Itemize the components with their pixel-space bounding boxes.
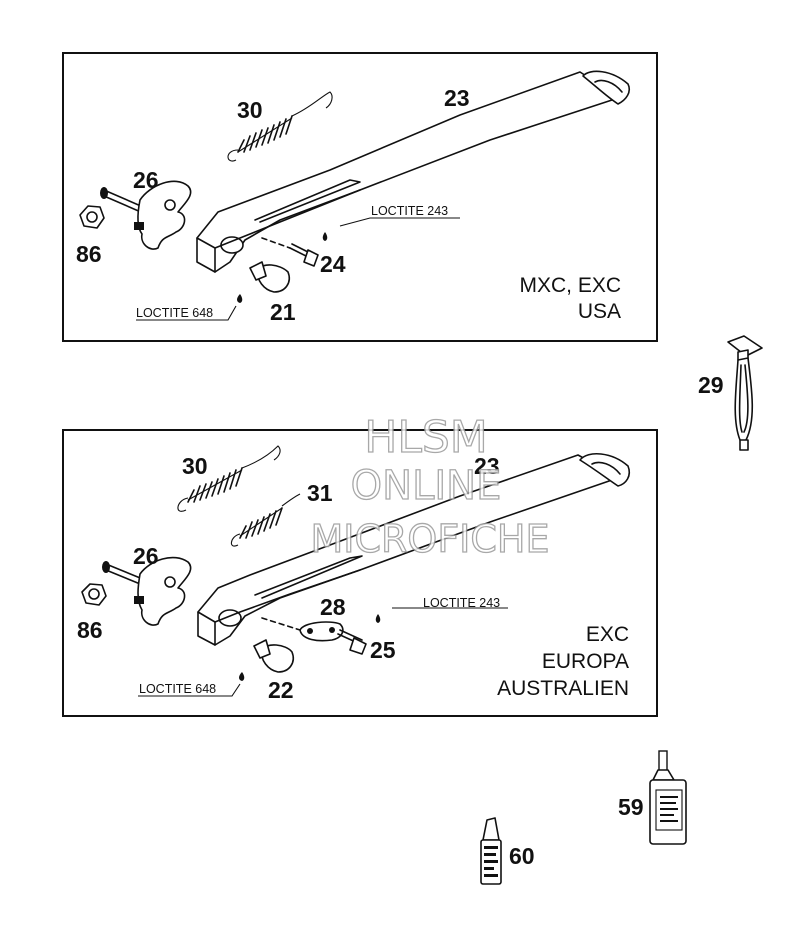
watermark-line-2: ONLINE (351, 463, 502, 509)
sidestand-part-23-b (197, 453, 631, 646)
callout-spring-31: 31 (307, 480, 333, 506)
bracket-part-26 (100, 180, 192, 250)
model-line-exc: EXC (586, 623, 629, 646)
model-line-europa: EUROPA (542, 650, 629, 673)
bolt-part-25 (337, 607, 508, 655)
callout-spring-30: 30 (237, 97, 263, 123)
spring-part-30-b (177, 445, 281, 512)
loctite-243-label-b: LOCTITE 243 (423, 596, 500, 610)
bottle-part-59: 59 (618, 750, 687, 845)
panel-top: 30 23 26 86 24 21 LOCTITE 243 LOCTITE 64… (62, 52, 658, 342)
callout-footpad-21: 21 (270, 299, 296, 325)
footpad-part-22 (138, 639, 294, 697)
callout-spring-30-b: 30 (182, 453, 208, 479)
spring-part-31 (230, 493, 301, 547)
model-line-australien: AUSTRALIEN (497, 677, 629, 700)
watermark-line-1: HLSM (364, 412, 488, 463)
callout-bottle-59: 59 (618, 794, 644, 820)
callout-bracket-26-b: 26 (133, 543, 159, 569)
nut-part-86 (79, 205, 105, 229)
loctite-648-label-b: LOCTITE 648 (139, 682, 216, 696)
model-line-1: MXC, EXC (519, 274, 621, 297)
callout-nut-86-b: 86 (77, 617, 103, 643)
callout-tube-60: 60 (509, 843, 535, 869)
loctite-648-label: LOCTITE 648 (136, 306, 213, 320)
callout-plate-28: 28 (320, 594, 346, 620)
spring-part-30 (227, 91, 333, 162)
callout-footpad-22: 22 (268, 677, 294, 703)
footpad-part-21 (136, 261, 290, 321)
tube-part-60: 60 (480, 817, 535, 885)
bolt-part-24 (261, 217, 460, 267)
callout-tool-29: 29 (698, 372, 724, 398)
tool-part-29: 29 (698, 335, 763, 451)
nut-part-86-b (81, 583, 107, 606)
loctite-243-label: LOCTITE 243 (371, 204, 448, 218)
panel-bottom: 30 31 23 26 86 28 25 22 LOCTITE 243 LOCT… (62, 429, 658, 717)
callout-stand-23: 23 (444, 85, 470, 111)
callout-bolt-25: 25 (370, 637, 396, 663)
watermark-line-3: MICROFICHE (310, 517, 549, 561)
callout-bolt-24: 24 (320, 251, 346, 277)
bracket-part-26-b (102, 556, 192, 626)
plate-part-28 (261, 617, 344, 642)
callout-nut-86: 86 (76, 241, 102, 267)
callout-bracket-26: 26 (133, 167, 159, 193)
watermark: HLSM ONLINE MICROFICHE (310, 411, 550, 561)
callout-stand-23-b: 23 (474, 453, 500, 479)
model-line-2: USA (578, 300, 621, 323)
sidestand-part-23 (196, 70, 631, 273)
